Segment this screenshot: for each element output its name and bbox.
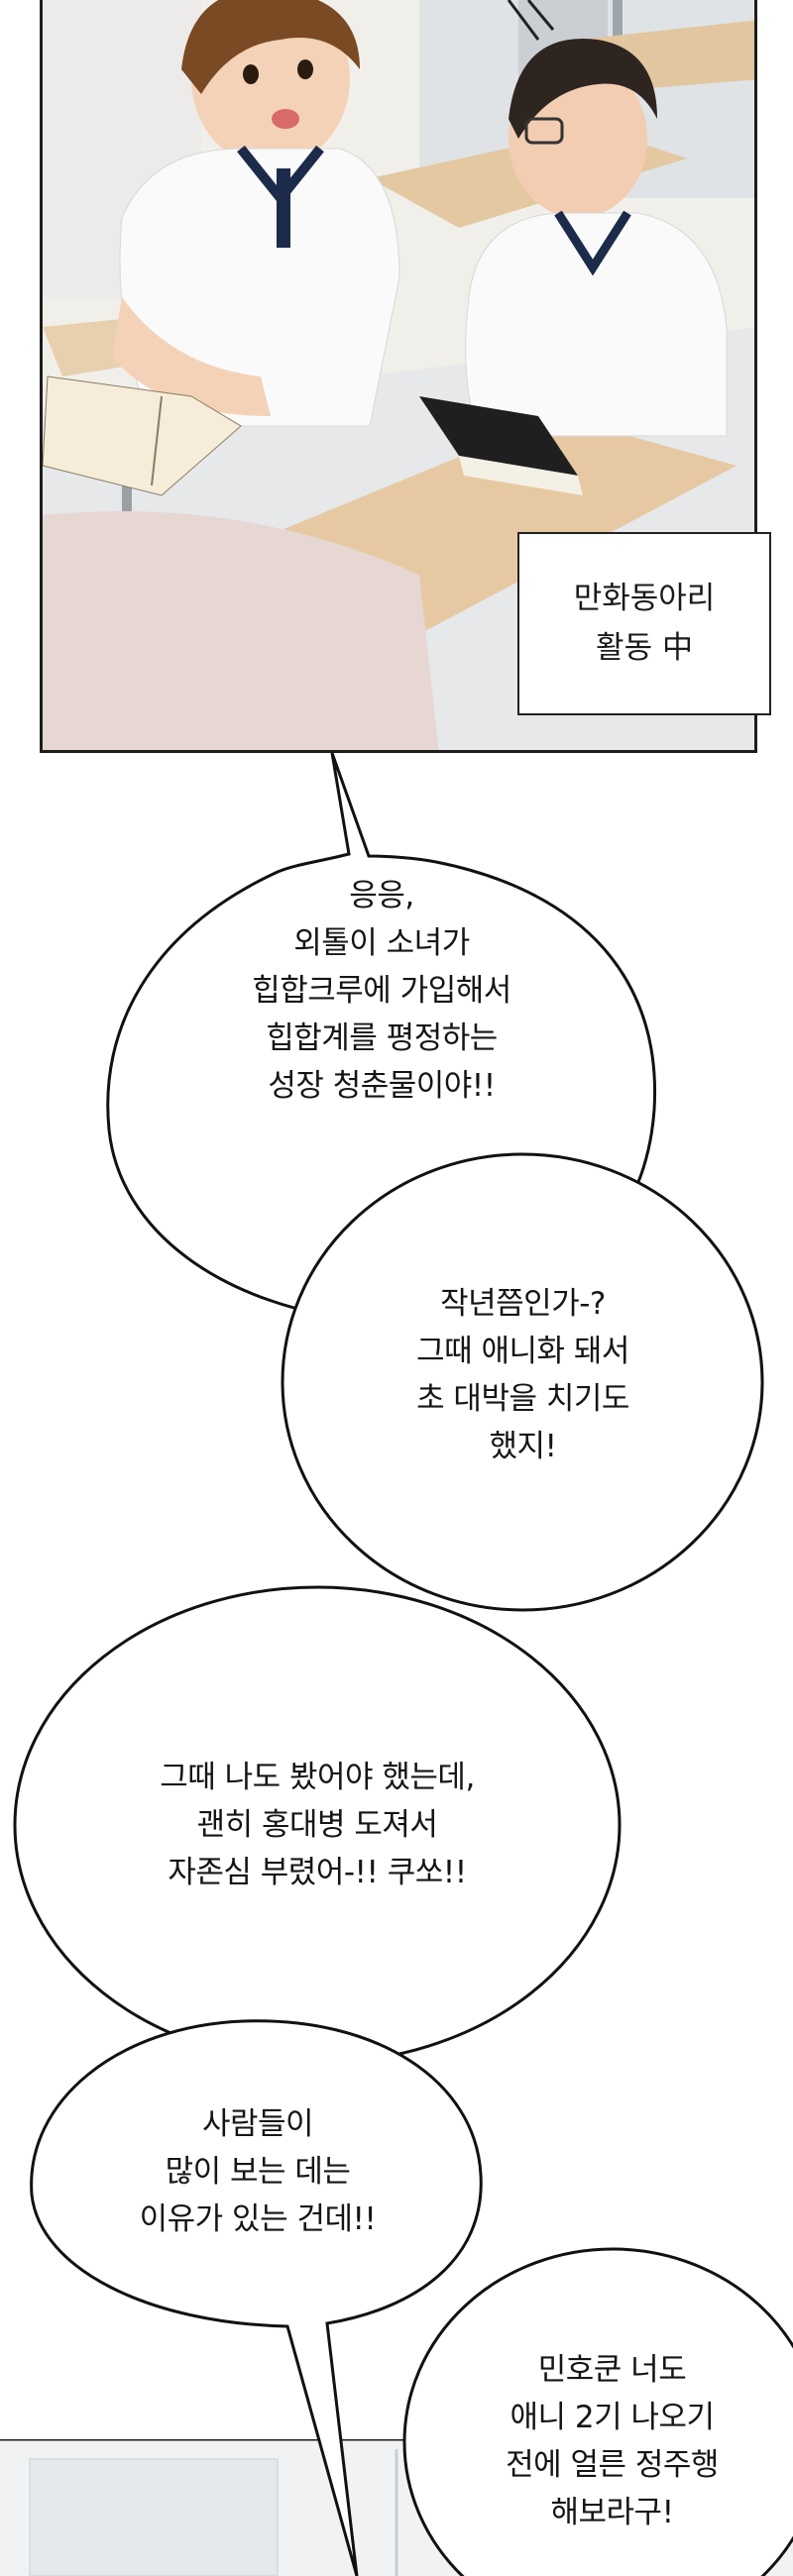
- bubble-5-line: 해보라구!: [550, 2495, 674, 2530]
- caption-line: 만화동아리: [573, 581, 716, 616]
- bubble-5-line: 민호쿤 너도: [537, 2352, 687, 2388]
- bubble-3-line: 그때 나도 봤어야 했는데,: [160, 1760, 475, 1795]
- caption-text: 만화동아리 활동 中: [519, 574, 769, 673]
- bubble-4-text: 사람들이 많이 보는 데는 이유가 있는 건데!!: [40, 2100, 476, 2243]
- bubble-5-text: 민호쿤 너도 애니 2기 나오기 전에 얼른 정주행 해보라구!: [411, 2346, 793, 2536]
- bubble-4-line: 사람들이: [201, 2106, 314, 2142]
- bubble-1-text: 응응, 외톨이 소녀가 힙합크루에 가입해서 힙합계를 평정하는 성장 청춘물이…: [119, 872, 644, 1110]
- caption-line: 활동 中: [596, 630, 693, 666]
- classroom-illustration: [43, 0, 754, 750]
- bubble-2-line: 했지!: [489, 1429, 557, 1464]
- bubble-1-line: 힙합계를 평정하는: [266, 1020, 498, 1056]
- bubble-2-text: 작년쯤인가-? 그때 애니화 돼서 초 대박을 치기도 했지!: [297, 1280, 748, 1470]
- bubble-1-line: 외톨이 소녀가: [293, 925, 470, 961]
- bubble-3-line: 자존심 부렸어-!! 쿠쏘!!: [168, 1855, 467, 1890]
- bubble-1-line: 성장 청춘물이야!!: [268, 1068, 496, 1104]
- bubble-4-line: 많이 보는 데는: [165, 2154, 351, 2190]
- speech-bubble-5: [402, 2247, 793, 2576]
- bubble-5-line: 전에 얼른 정주행: [506, 2447, 719, 2483]
- bubble-1-line: 응응,: [349, 878, 414, 913]
- bubble-2-line: 작년쯤인가-?: [440, 1286, 606, 1322]
- bubble-1-line: 힙합크루에 가입해서: [252, 973, 511, 1009]
- bubble-3-line: 괜히 홍대병 도져서: [196, 1807, 438, 1843]
- classroom-panel: [40, 0, 757, 753]
- bubble-5-line: 애니 2기 나오기: [510, 2400, 715, 2435]
- bubble-2-line: 초 대박을 치기도: [416, 1381, 629, 1417]
- bubble-2-line: 그때 애니화 돼서: [416, 1334, 629, 1369]
- bubble-3-text: 그때 나도 봤어야 했는데, 괜히 홍대병 도져서 자존심 부렸어-!! 쿠쏘!…: [30, 1754, 605, 1896]
- speech-bubble-4: [30, 2019, 483, 2576]
- bubble-4-line: 이유가 있는 건데!!: [139, 2201, 377, 2237]
- speech-bubble-2: [281, 1152, 764, 1612]
- caption-box: 만화동아리 활동 中: [517, 532, 771, 715]
